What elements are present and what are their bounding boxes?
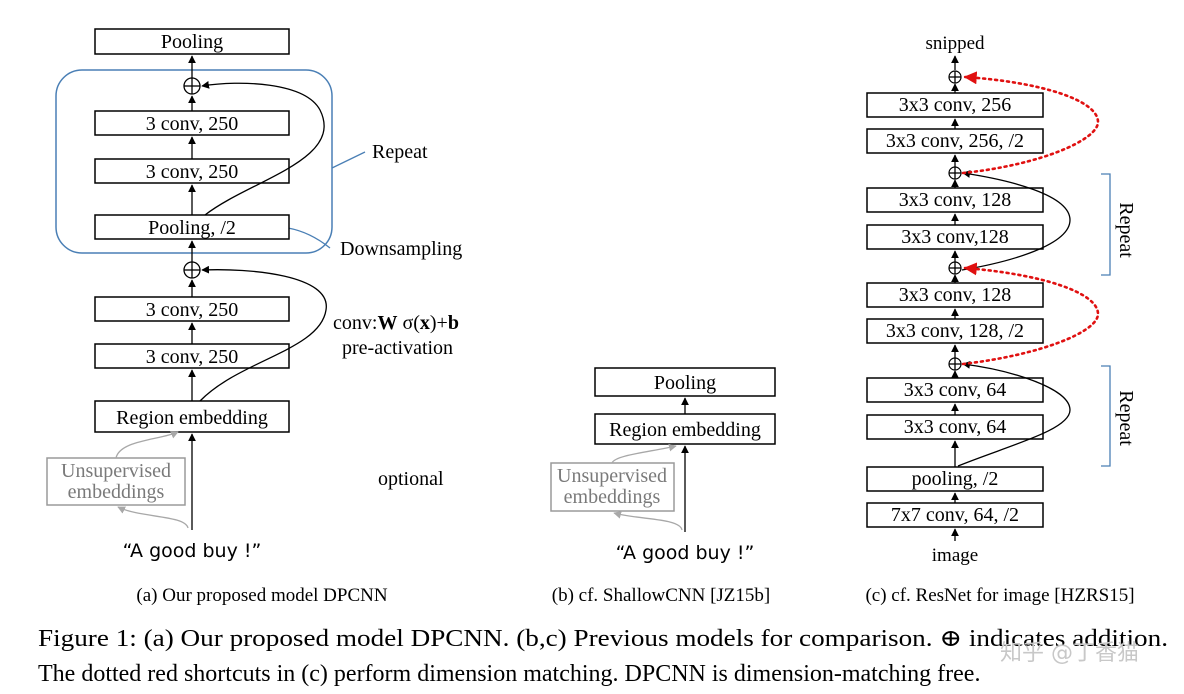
- panel-b-shallowcnn: Pooling Region embedding Unsupervised em…: [550, 367, 776, 606]
- conv-128-b-box: [866, 224, 1044, 250]
- image-label: image: [932, 545, 978, 566]
- pooling-label-b: Pooling: [654, 372, 716, 394]
- input-text-a: “A good buy !”: [123, 540, 262, 562]
- conv-lower-2-label: 3 conv, 250: [146, 346, 239, 368]
- conv-128-c-label: 3x3 conv, 128: [899, 284, 1012, 306]
- unsupervised-line2-b: embeddings: [564, 486, 661, 508]
- conv-128-a-box: [866, 187, 1044, 213]
- conv-upper-2-label: 3 conv, 250: [146, 161, 239, 183]
- conv-7x7-label: 7x7 conv, 64, /2: [891, 504, 1019, 526]
- conv-256-half-box: [866, 128, 1044, 154]
- conv-64-a-label: 3x3 conv, 64: [904, 379, 1007, 401]
- conv-256-half-label: 3x3 conv, 256, /2: [886, 130, 1024, 152]
- caption-c: (c) cf. ResNet for image [HZRS15]: [865, 585, 1134, 606]
- pooling-top-box: [94, 28, 290, 55]
- arrow-input-to-unsup: [117, 506, 189, 529]
- shortcut-dimension-matching-upper: [961, 71, 1100, 175]
- downsampling-pointer-line: [287, 227, 331, 249]
- figure-caption-line1: Figure 1: (a) Our proposed model DPCNN. …: [38, 626, 1168, 652]
- conv-128-a-label: 3x3 conv, 128: [899, 189, 1012, 211]
- conv-upper-1-label: 3 conv, 250: [146, 113, 239, 135]
- unsupervised-embeddings-box: [46, 457, 186, 506]
- repeat-bracket-upper: [1101, 173, 1111, 276]
- panel-c-resnet: snipped 3x3 conv, 256 3x3 conv, 256, /2 …: [865, 33, 1137, 606]
- repeat-label: Repeat: [372, 141, 428, 163]
- snipped-label: snipped: [925, 33, 985, 54]
- repeat-pointer-line: [331, 151, 366, 169]
- pooling-half-label: Pooling, /2: [148, 217, 236, 239]
- conv-128-c-box: [866, 282, 1044, 308]
- conv-128-b-label: 3x3 conv,128: [901, 226, 1009, 248]
- unsupervised-line1-b: Unsupervised: [557, 465, 667, 487]
- conv-lower-1-label: 3 conv, 250: [146, 299, 239, 321]
- shortcut-lower: [199, 265, 327, 402]
- conv-64-b-label: 3x3 conv, 64: [904, 416, 1007, 438]
- conv-64-b-box: [866, 414, 1044, 440]
- repeat-bracket-lower: [1101, 365, 1111, 467]
- unsupervised-embeddings-box-b: [550, 462, 675, 512]
- pooling-box-b: [594, 367, 776, 397]
- conv-256-box: [866, 92, 1044, 118]
- pooling-half-c-label: pooling, /2: [912, 468, 999, 490]
- shortcut-identity-lower: [957, 361, 1071, 467]
- preactivation-label: pre-activation: [342, 337, 453, 359]
- conv-formula: conv:W σ(x)+b: [333, 312, 459, 334]
- region-embedding-label-b: Region embedding: [609, 419, 761, 441]
- input-text-b: “A good buy !”: [616, 542, 755, 564]
- optional-label: optional: [378, 468, 444, 490]
- repeat-label-upper: Repeat: [1115, 202, 1137, 258]
- unsupervised-line2: embeddings: [68, 481, 165, 503]
- repeat-label-lower: Repeat: [1115, 390, 1137, 446]
- pooling-top-label: Pooling: [161, 31, 223, 53]
- conv-upper-1-box: [94, 110, 290, 136]
- watermark: 知乎 @丁香猫: [1000, 641, 1139, 666]
- conv-lower-1-box: [94, 296, 290, 322]
- conv-128-half-label: 3x3 conv, 128, /2: [886, 320, 1024, 342]
- region-embedding-box: [94, 400, 290, 433]
- repeat-region: [55, 69, 333, 254]
- conv-upper-2-box: [94, 158, 290, 184]
- unsupervised-line1: Unsupervised: [61, 460, 171, 482]
- conv-256-label: 3x3 conv, 256: [899, 94, 1012, 116]
- conv-7x7-box: [866, 502, 1044, 528]
- conv-64-a-box: [866, 377, 1044, 403]
- shortcut-dimension-matching-lower: [961, 262, 1100, 366]
- shortcut-identity-upper: [961, 170, 1071, 271]
- caption-a: (a) Our proposed model DPCNN: [136, 585, 387, 606]
- arrow-unsup-to-region: [115, 431, 179, 459]
- shortcut-upper: [201, 81, 325, 216]
- panel-a-dpcnn: Repeat Downsampling Pooling 3 conv, 250 …: [46, 28, 462, 606]
- region-embedding-label: Region embedding: [116, 407, 268, 429]
- caption-b: (b) cf. ShallowCNN [JZ15b]: [552, 585, 770, 606]
- downsampling-label: Downsampling: [340, 238, 462, 260]
- figure-caption-line2: The dotted red shortcuts in (c) perform …: [38, 661, 980, 687]
